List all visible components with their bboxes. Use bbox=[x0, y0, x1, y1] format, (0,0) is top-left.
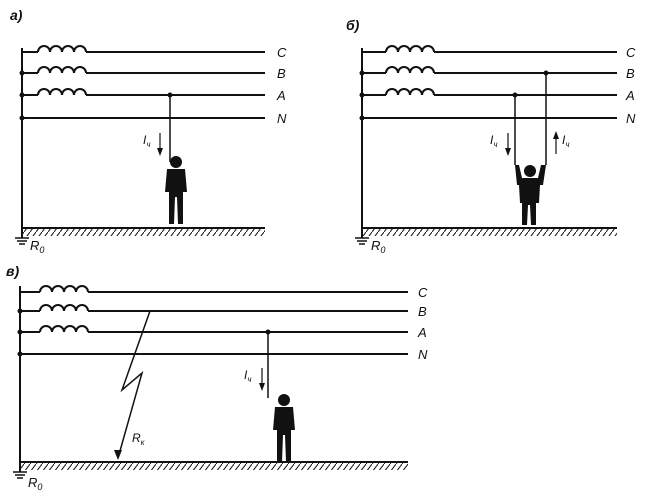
panel-b: б) C B A N Iч bbox=[346, 17, 636, 255]
current-label: Iч bbox=[143, 133, 150, 149]
phase-label-c: C bbox=[277, 45, 287, 60]
ground-label: R0 bbox=[371, 238, 385, 255]
phase-lines bbox=[19, 45, 265, 121]
person-figure bbox=[165, 156, 187, 224]
phase-lines bbox=[17, 285, 408, 357]
panel-a-label: а) bbox=[10, 7, 23, 23]
panel-a: а) C B A N bbox=[10, 7, 287, 255]
phase-label-b: B bbox=[418, 304, 427, 319]
phase-lines bbox=[359, 45, 617, 121]
ground-label: R0 bbox=[30, 238, 44, 255]
current-right-label: Iч bbox=[562, 133, 569, 149]
person-figure bbox=[515, 165, 546, 225]
ground-label: R0 bbox=[28, 475, 42, 492]
panel-b-label: б) bbox=[346, 17, 360, 33]
phase-label-b: B bbox=[277, 66, 286, 81]
phase-label-a: A bbox=[625, 88, 635, 103]
fault-path bbox=[117, 310, 151, 459]
phase-label-c: C bbox=[418, 285, 428, 300]
fault-label: Rк bbox=[132, 431, 146, 447]
phase-label-c: C bbox=[626, 45, 636, 60]
phase-label-a: A bbox=[276, 88, 286, 103]
panel-c: в) C B A N Rк Iч bbox=[6, 263, 428, 492]
phase-label-n: N bbox=[418, 347, 428, 362]
phase-label-b: B bbox=[626, 66, 635, 81]
phase-label-a: A bbox=[417, 325, 427, 340]
phase-label-n: N bbox=[277, 111, 287, 126]
panel-c-label: в) bbox=[6, 263, 19, 279]
phase-label-n: N bbox=[626, 111, 636, 126]
person-figure bbox=[273, 394, 295, 462]
current-label: Iч bbox=[244, 368, 251, 384]
current-left-label: Iч bbox=[490, 133, 497, 149]
